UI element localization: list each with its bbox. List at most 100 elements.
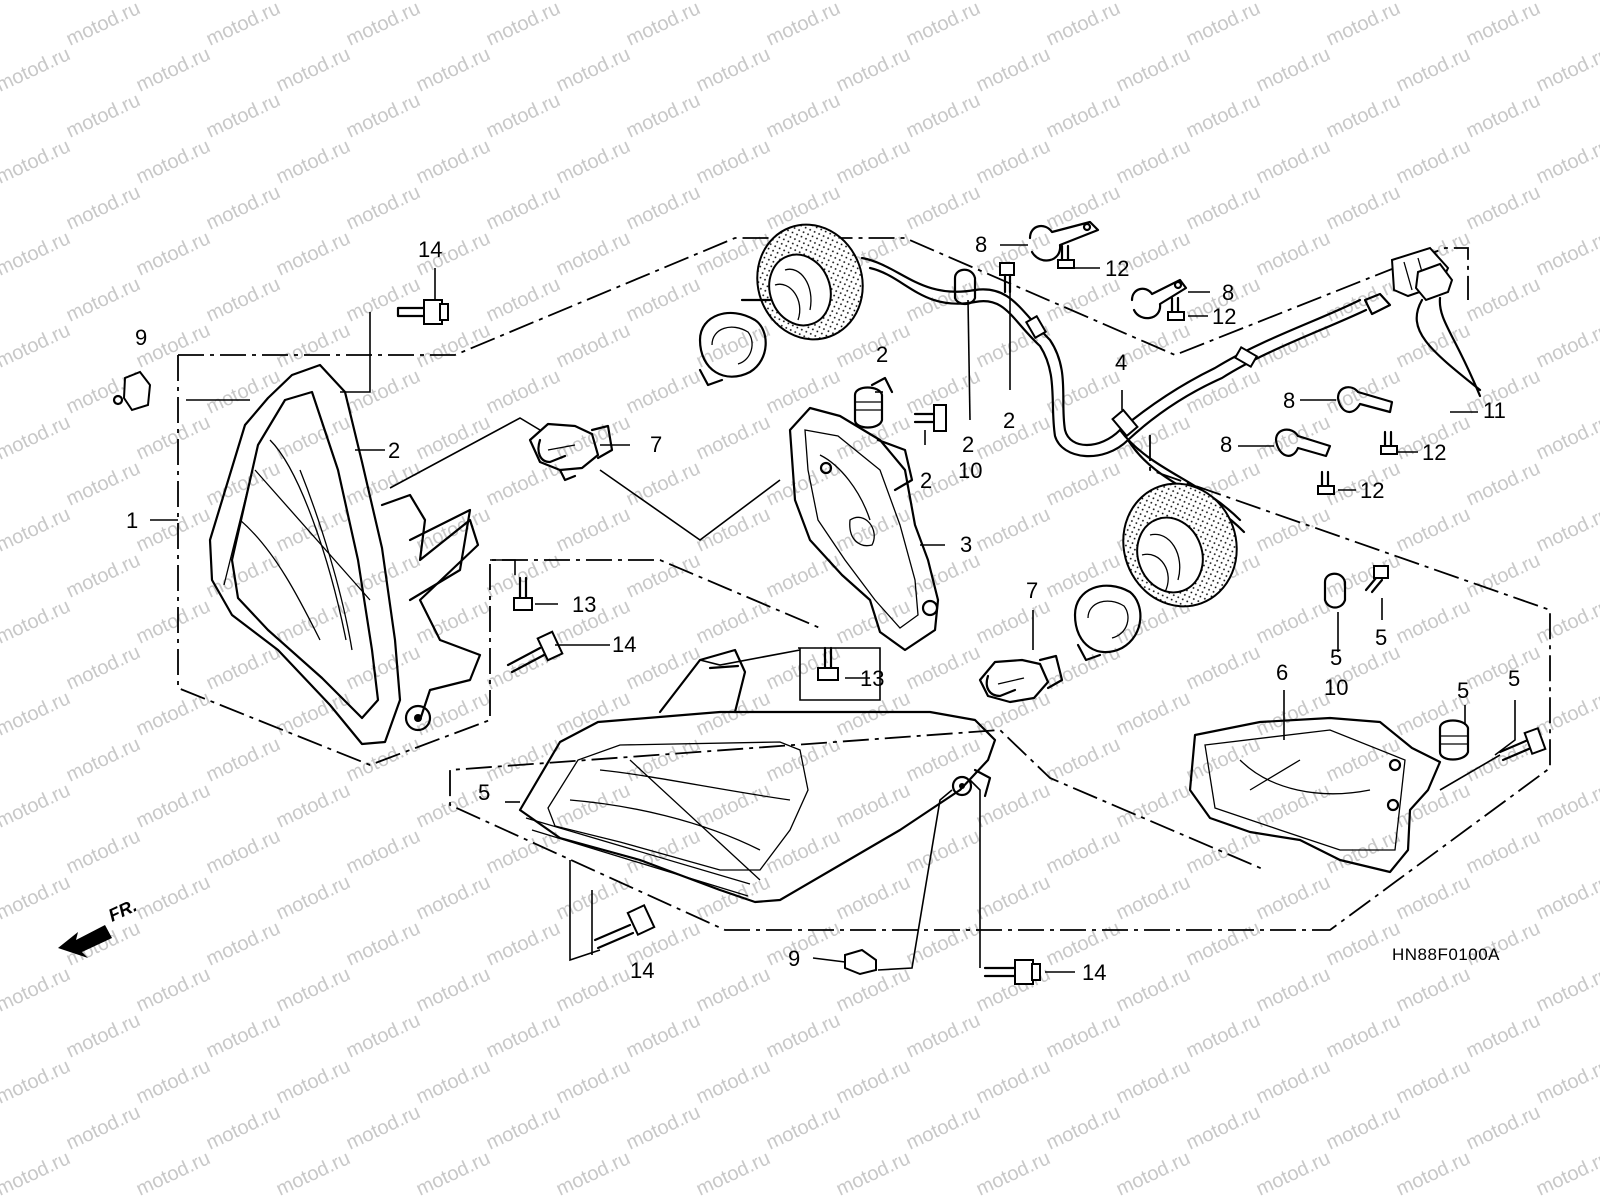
watermark-text: motod.ru — [273, 411, 354, 464]
callout-12: 12 — [1422, 440, 1446, 465]
callout-14: 14 — [1082, 960, 1106, 985]
watermark-text: motod.ru — [413, 0, 494, 5]
watermark-text: motod.ru — [903, 0, 984, 51]
watermark-text: motod.ru — [483, 1009, 564, 1062]
watermark-text: motod.ru — [553, 0, 634, 5]
watermark-text: motod.ru — [903, 1009, 984, 1062]
watermark-text: motod.ru — [1463, 1009, 1544, 1062]
callout-5: 5 — [1330, 645, 1342, 670]
screw-13-a — [513, 576, 533, 611]
watermark-text: motod.ru — [1393, 779, 1474, 832]
watermark-text: motod.ru — [1393, 963, 1474, 1016]
watermark-text: motod.ru — [1043, 0, 1124, 51]
callout-5: 5 — [1375, 625, 1387, 650]
watermark-text: motod.ru — [833, 595, 914, 648]
watermark-text: motod.ru — [1463, 825, 1544, 878]
watermark-text: motod.ru — [973, 595, 1054, 648]
lamp-case-right — [1188, 716, 1442, 874]
watermark-text: motod.ru — [1533, 779, 1600, 832]
watermark-text: motod.ru — [483, 0, 564, 51]
callout-9: 9 — [135, 325, 147, 350]
watermark-text: motod.ru — [0, 503, 74, 556]
watermark-text: motod.ru — [413, 1055, 494, 1108]
watermark-text: motod.ru — [1323, 0, 1404, 51]
watermark-text: motod.ru — [1043, 641, 1124, 694]
watermark-text: motod.ru — [133, 1147, 214, 1200]
watermark-text: motod.ru — [763, 0, 844, 51]
watermark-text: motod.ru — [483, 457, 564, 510]
watermark-text: motod.ru — [1113, 779, 1194, 832]
watermark-text: motod.ru — [553, 135, 634, 188]
watermark-text: motod.ru — [1043, 365, 1124, 418]
callout-2: 2 — [1003, 408, 1015, 433]
watermark-text: motod.ru — [413, 135, 494, 188]
watermark-text: motod.ru — [413, 595, 494, 648]
callout-14: 14 — [612, 632, 636, 657]
watermark-text: motod.ru — [0, 871, 74, 924]
watermark-text: motod.ru — [1463, 1101, 1544, 1154]
watermark-text: motod.ru — [133, 1055, 214, 1108]
connector-11 — [1414, 262, 1482, 398]
watermark-text: motod.ru — [133, 43, 214, 96]
watermark-text: motod.ru — [133, 0, 214, 5]
clip-9-lower — [844, 948, 877, 976]
watermark-text: motod.ru — [1463, 457, 1544, 510]
watermark-text: motod.ru — [203, 549, 284, 602]
watermark-text: motod.ru — [0, 1055, 74, 1108]
watermark-text: motod.ru — [203, 641, 284, 694]
screw-12-c — [1380, 430, 1398, 455]
cap-10-lower — [1323, 572, 1347, 609]
watermark-text: motod.ru — [903, 181, 984, 234]
watermark-text: motod.ru — [0, 43, 74, 96]
watermark-text: motod.ru — [0, 779, 74, 832]
callout-5: 5 — [1457, 678, 1469, 703]
callout-8: 8 — [1283, 388, 1295, 413]
watermark-text: motod.ru — [1393, 319, 1474, 372]
watermark-text: motod.ru — [63, 181, 144, 234]
watermark-text: motod.ru — [413, 43, 494, 96]
watermark-text: motod.ru — [623, 365, 704, 418]
watermark-text: motod.ru — [1113, 43, 1194, 96]
watermark-text: motod.ru — [0, 687, 74, 740]
clamp-8-c — [1336, 386, 1394, 414]
watermark-text: motod.ru — [413, 687, 494, 740]
callout-2: 2 — [876, 342, 888, 367]
watermark-text: motod.ru — [203, 1101, 284, 1154]
bolt-14-lower-left — [593, 903, 656, 950]
watermark-text: motod.ru — [63, 549, 144, 602]
watermark-text: motod.ru — [763, 1009, 844, 1062]
watermark-text: motod.ru — [203, 181, 284, 234]
callout-3: 3 — [960, 532, 972, 557]
callout-11: 11 — [1483, 398, 1506, 423]
watermark-text: motod.ru — [553, 503, 634, 556]
clamp-8-b — [1130, 278, 1188, 320]
watermark-text: motod.ru — [483, 181, 564, 234]
watermark-text: motod.ru — [973, 1055, 1054, 1108]
watermark-text: motod.ru — [1043, 457, 1124, 510]
bulb-socket-upper — [698, 223, 864, 387]
headlight-assembly-left — [208, 363, 482, 746]
watermark-text: motod.ru — [1253, 871, 1334, 924]
clip-9-upper — [112, 370, 152, 412]
watermark-text: motod.ru — [1393, 1147, 1474, 1200]
watermark-text: motod.ru — [553, 319, 634, 372]
watermark-text: motod.ru — [343, 89, 424, 142]
watermark-text: motod.ru — [1533, 319, 1600, 372]
watermark-text: motod.ru — [973, 43, 1054, 96]
watermark-text: motod.ru — [833, 779, 914, 832]
watermark-text: motod.ru — [1113, 0, 1194, 5]
watermark-text: motod.ru — [273, 227, 354, 280]
watermark-text: motod.ru — [273, 1055, 354, 1108]
watermark-text: motod.ru — [1113, 1147, 1194, 1200]
callout-8: 8 — [1220, 432, 1232, 457]
watermark-text: motod.ru — [1253, 1055, 1334, 1108]
watermark-text: motod.ru — [413, 319, 494, 372]
bulb-upper — [528, 422, 614, 482]
callout-12: 12 — [1212, 304, 1236, 329]
watermark-text: motod.ru — [623, 0, 704, 51]
watermark-text: motod.ru — [1043, 825, 1124, 878]
watermark-text: motod.ru — [763, 733, 844, 786]
watermark-text: motod.ru — [203, 825, 284, 878]
watermark-text: motod.ru — [1043, 89, 1124, 142]
watermark-text: motod.ru — [833, 135, 914, 188]
